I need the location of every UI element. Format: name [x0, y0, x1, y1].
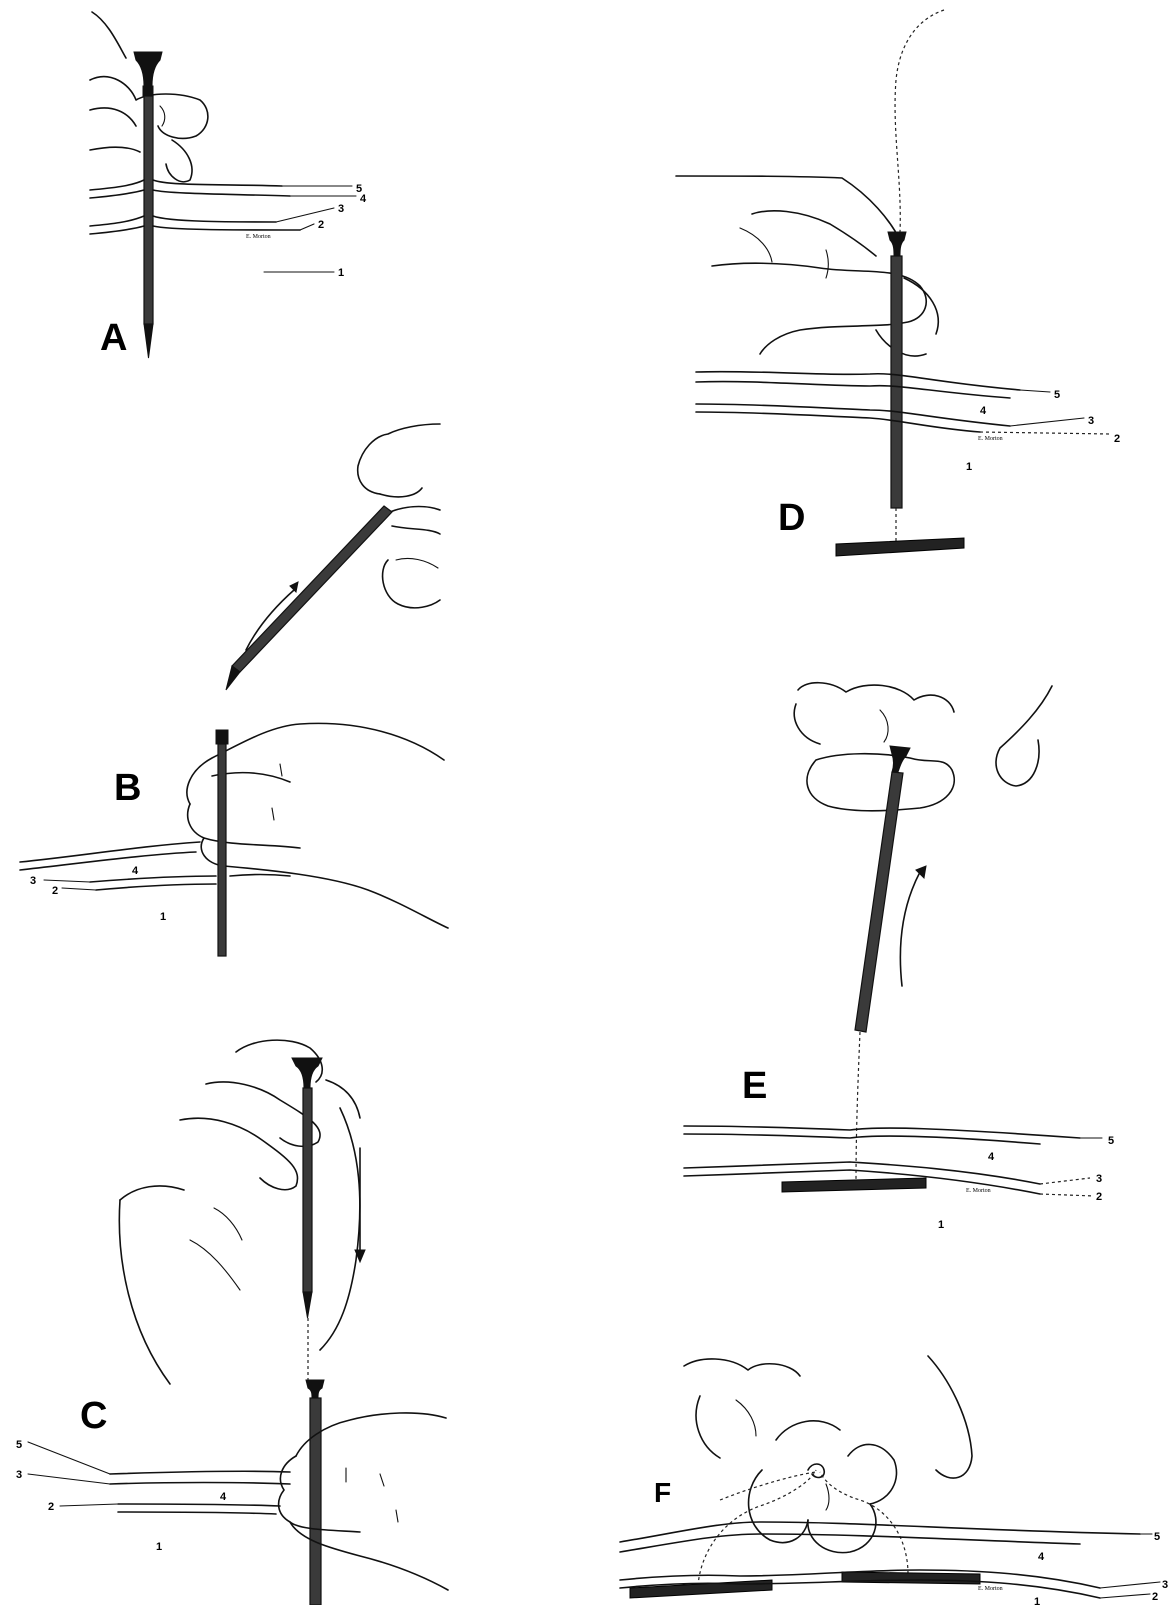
layer-label-5: 5: [1108, 1135, 1114, 1147]
t-fastener-icon: [836, 538, 964, 556]
trocar-needle-icon: [855, 746, 910, 1032]
t-fastener-icon: [842, 1572, 980, 1584]
layer-label-2: 2: [1152, 1591, 1158, 1603]
layer-label-2: 2: [48, 1501, 54, 1513]
panel-letter: C: [80, 1395, 107, 1437]
trocar-needle-icon: [216, 730, 228, 956]
layer-label-4: 4: [1038, 1551, 1045, 1563]
hand-icon: [794, 683, 1052, 811]
trocar-needle-icon: [888, 232, 906, 508]
layer-label-4: 4: [132, 865, 139, 877]
hand-icon: [358, 424, 440, 608]
layer-label-1: 1: [938, 1219, 944, 1231]
layer-label-3: 3: [338, 203, 344, 215]
panel-f: 5 4 3 2 1 E. Morton F: [620, 1356, 1168, 1605]
layer-label-1: 1: [966, 461, 972, 473]
panel-letter: E: [742, 1065, 767, 1107]
layer-label-4: 4: [980, 405, 987, 417]
trocar-needle-icon: [306, 1380, 324, 1605]
layer-label-5: 5: [1054, 389, 1060, 401]
layer-label-2: 2: [1114, 433, 1120, 445]
layer-label-3: 3: [1096, 1173, 1102, 1185]
trocar-needle-icon: [226, 506, 392, 690]
layer-label-1: 1: [160, 911, 166, 923]
panel-c: 5 3 2 4 1 C: [16, 1040, 448, 1605]
artist-signature: E. Morton: [966, 1188, 991, 1194]
layer-label-4: 4: [988, 1151, 995, 1163]
layer-label-2: 2: [318, 219, 324, 231]
artist-signature: E. Morton: [978, 1586, 1003, 1592]
arrow-icon: [900, 872, 920, 986]
panel-letter: D: [778, 497, 805, 539]
layer-label-4: 4: [360, 193, 367, 205]
artist-signature: E. Morton: [246, 234, 271, 240]
hand-icon: [279, 1413, 448, 1590]
panel-d: 5 4 3 2 1 E. Morton D: [676, 10, 1120, 556]
layer-label-1: 1: [156, 1541, 162, 1553]
layer-label-3: 3: [1088, 415, 1094, 427]
panel-letter: B: [114, 767, 141, 809]
hand-icon: [119, 1040, 360, 1384]
layer-label-4: 4: [220, 1491, 227, 1503]
layer-label-5: 5: [1154, 1531, 1160, 1543]
panel-letter: A: [100, 317, 127, 359]
layer-label-1: 1: [338, 267, 344, 279]
trocar-needle-icon: [292, 1058, 322, 1318]
panel-a: 5 4 3 2 1 E. Morton A: [90, 12, 367, 359]
t-fastener-icon: [782, 1178, 926, 1192]
panel-e: 5 4 3 2 1 E. Morton E: [684, 683, 1114, 1231]
layer-label-2: 2: [1096, 1191, 1102, 1203]
arrow-icon: [290, 582, 298, 592]
layer-label-3: 3: [30, 875, 36, 887]
layer-label-3: 3: [1162, 1579, 1168, 1591]
layer-label-5: 5: [16, 1439, 22, 1451]
layer-label-3: 3: [16, 1469, 22, 1481]
panel-letter: F: [654, 1477, 671, 1508]
panel-b: 3 2 4 1 B: [20, 424, 448, 956]
layer-label-1: 1: [1034, 1596, 1040, 1605]
layer-label-2: 2: [52, 885, 58, 897]
artist-signature: E. Morton: [978, 436, 1003, 442]
trocar-needle-icon: [134, 52, 162, 358]
